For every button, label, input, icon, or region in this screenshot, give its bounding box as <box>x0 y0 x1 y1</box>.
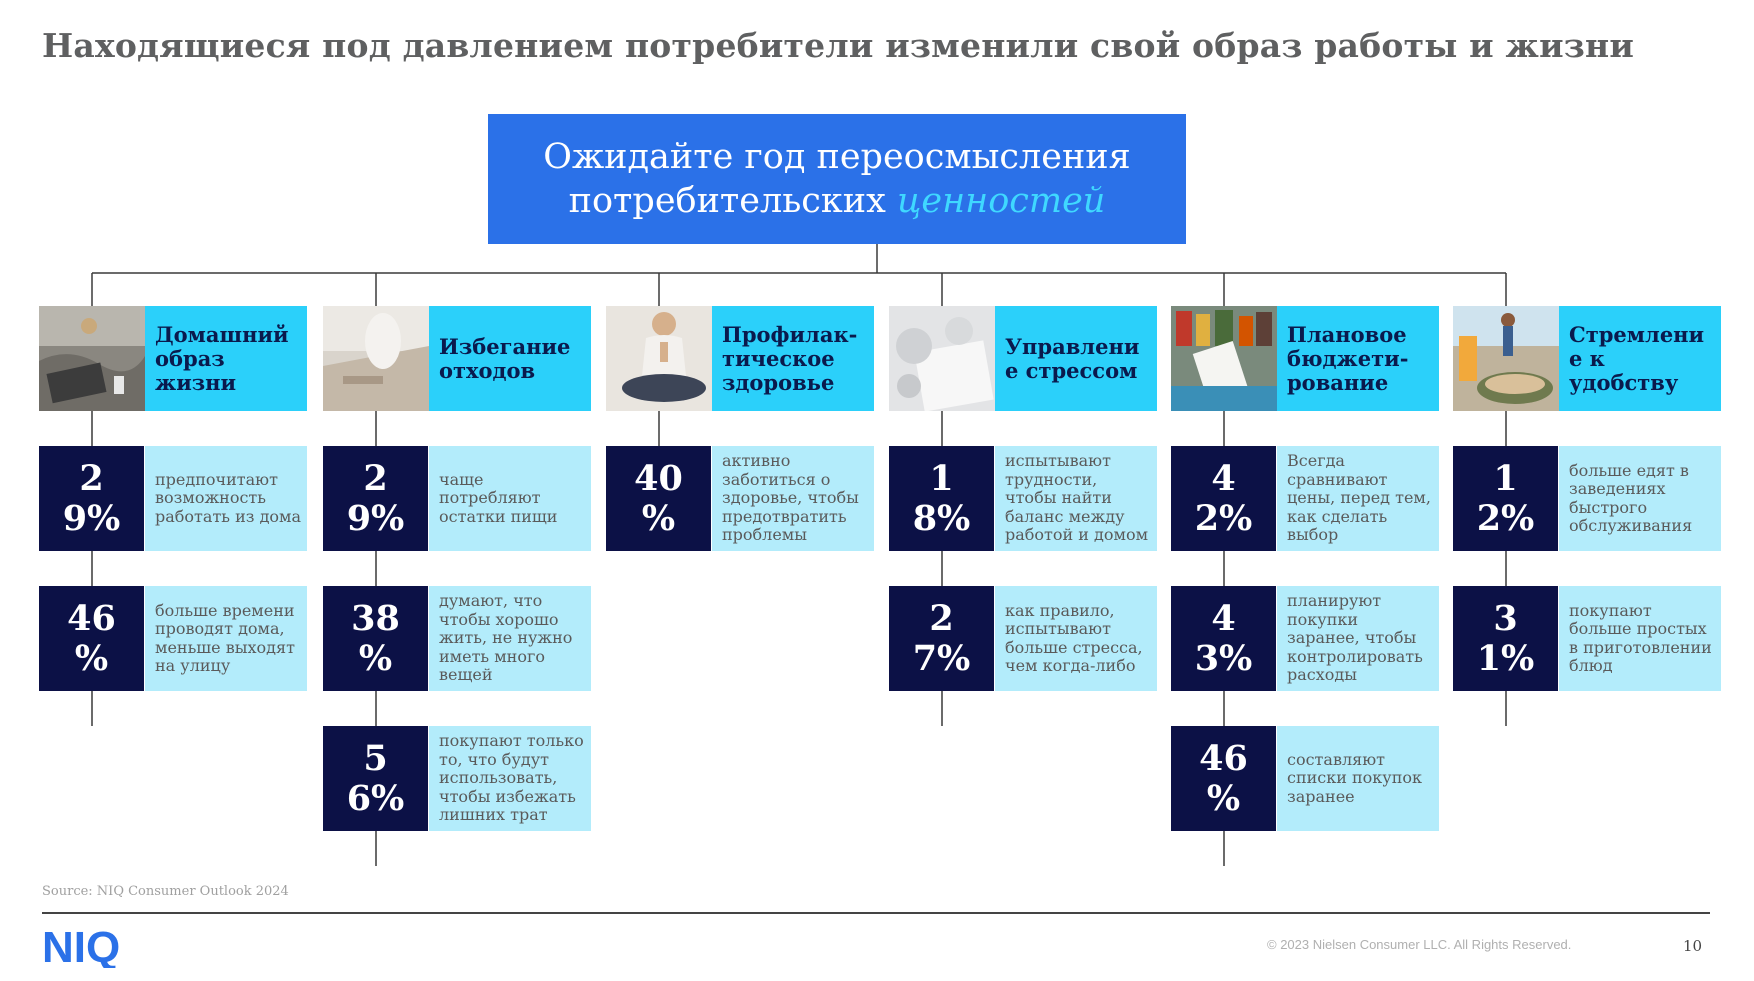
category-label: Плановое бюджети-рование <box>1277 306 1439 411</box>
stat-value: 56% <box>323 726 428 831</box>
category-label: Стремлени е к удобству <box>1559 306 1721 411</box>
stat-description: больше едят в заведениях быстрого обслуж… <box>1559 446 1721 551</box>
crumpled-paper-photo <box>889 306 995 411</box>
grocery-receipt-photo <box>1171 306 1277 411</box>
stat-value: 27% <box>889 586 994 691</box>
stat-value: 43% <box>1171 586 1276 691</box>
kitchen-photo <box>323 306 429 411</box>
footer-divider <box>42 912 1710 914</box>
stat-description: покупают только то, что будут использова… <box>429 726 591 831</box>
headline-line-2-text: потребительских <box>568 181 897 221</box>
stat-value: 29% <box>39 446 144 551</box>
headline-box: Ожидайте год переосмысления потребительс… <box>488 114 1186 244</box>
category-label: Избегание отходов <box>429 306 591 411</box>
stat-description: планируют покупки заранее, чтобы контрол… <box>1277 586 1439 691</box>
stat-value: 12% <box>1453 446 1558 551</box>
source-note: Source: NIQ Consumer Outlook 2024 <box>42 884 289 899</box>
page-number: 10 <box>1683 937 1703 955</box>
stat-description: как правило, испытывают больше стресса, … <box>995 586 1157 691</box>
stat-value: 40 % <box>606 446 711 551</box>
stat-description: предпочитают возможность работать из дом… <box>145 446 307 551</box>
headline-line-2: потребительских ценностей <box>569 179 1106 223</box>
stat-description: Всегда сравнивают цены, перед тем, как с… <box>1277 446 1439 551</box>
home-laptop-photo <box>39 306 145 411</box>
stat-value: 42% <box>1171 446 1276 551</box>
stat-value: 29% <box>323 446 428 551</box>
yoga-photo <box>606 306 712 411</box>
headline-line-1: Ожидайте год переосмысления <box>543 137 1131 177</box>
stat-description: составляют списки покупок заранее <box>1277 726 1439 831</box>
page-title: Находящиеся под давлением потребители из… <box>42 26 1635 65</box>
stat-value: 18% <box>889 446 994 551</box>
category-label: Профилак-тическое здоровье <box>712 306 874 411</box>
stat-description: чаще потребляют остатки пищи <box>429 446 591 551</box>
stat-description: активно заботиться о здоровье, чтобы пре… <box>712 446 874 551</box>
stat-description: думают, что чтобы хорошо жить, не нужно … <box>429 586 591 691</box>
takeaway-food-photo <box>1453 306 1559 411</box>
stat-value: 46 % <box>1171 726 1276 831</box>
stat-value: 46 % <box>39 586 144 691</box>
stat-value: 38 % <box>323 586 428 691</box>
stat-description: испытывают трудности, чтобы найти баланс… <box>995 446 1157 551</box>
stat-value: 31% <box>1453 586 1558 691</box>
category-label: Домашний образ жизни <box>145 306 307 411</box>
niq-logo: NIQ <box>42 924 120 968</box>
category-label: Управлени е стрессом <box>995 306 1157 411</box>
stat-description: покупают больше простых в приготовлении … <box>1559 586 1721 691</box>
stat-description: больше времени проводят дома, меньше вых… <box>145 586 307 691</box>
headline-highlight: ценностей <box>896 181 1106 221</box>
svg-text:NIQ: NIQ <box>42 924 120 968</box>
copyright: © 2023 Nielsen Consumer LLC. All Rights … <box>1267 937 1572 952</box>
